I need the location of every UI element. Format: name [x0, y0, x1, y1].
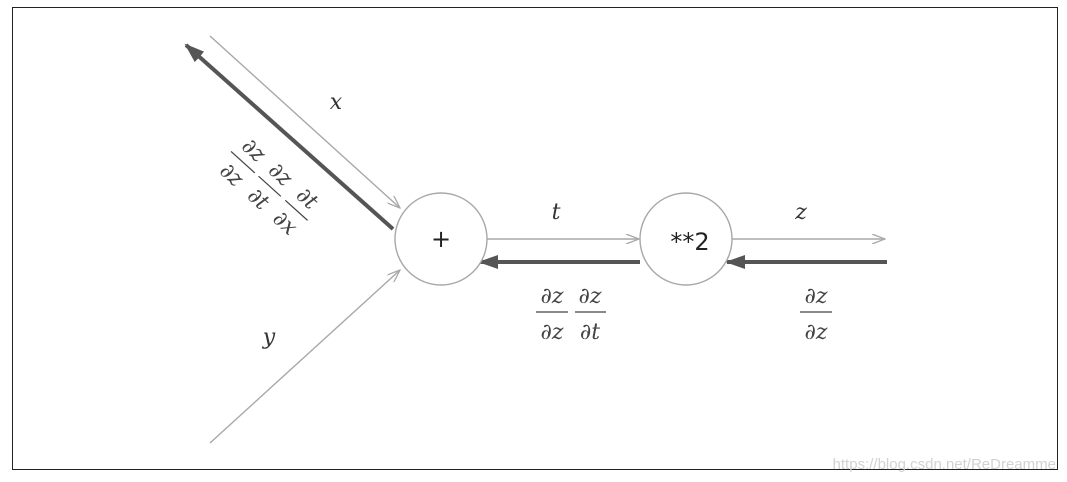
- fraction-denominator: ∂t: [242, 183, 274, 215]
- fraction-dz-dt: ∂z ∂t: [575, 284, 606, 345]
- gradient-x: ∂z ∂z ∂z ∂t ∂t ∂x: [214, 134, 323, 241]
- label-x: x: [330, 90, 343, 115]
- square-node: **2: [639, 192, 733, 286]
- fraction-denominator: ∂z: [805, 320, 828, 345]
- fraction-bar: [258, 175, 282, 197]
- label-y: y: [262, 325, 276, 350]
- fraction-dt-dx: ∂t ∂x: [268, 183, 323, 241]
- gradient-t: ∂z ∂z ∂z ∂t: [536, 284, 606, 345]
- fraction-dz-dt: ∂z ∂t: [242, 158, 297, 216]
- gradient-z: ∂z ∂z: [800, 284, 832, 345]
- fraction-numerator: ∂z: [236, 134, 270, 168]
- fraction-dz-dz: ∂z ∂z: [214, 134, 270, 193]
- fraction-denominator: ∂z: [541, 320, 564, 345]
- fraction-dz-dz: ∂z ∂z: [536, 284, 568, 345]
- add-node-label: +: [431, 225, 451, 253]
- edge-x-backward: [184, 43, 395, 231]
- fraction-numerator: ∂z: [579, 284, 602, 309]
- watermark-text: https://blog.csdn.net/ReDreamme: [833, 456, 1056, 473]
- edge-y-forward: [209, 270, 400, 444]
- fraction-numerator: ∂z: [805, 284, 828, 309]
- diagram-frame: [12, 7, 1058, 470]
- fraction-bar: [284, 199, 308, 221]
- fraction-denominator: ∂t: [580, 320, 600, 345]
- square-node-label: **2: [670, 228, 709, 256]
- label-t: t: [552, 200, 561, 225]
- fraction-denominator: ∂z: [214, 158, 248, 192]
- label-z: z: [794, 200, 807, 225]
- fraction-bar: [230, 151, 256, 174]
- fraction-numerator: ∂z: [263, 158, 297, 192]
- fraction-numerator: ∂z: [541, 284, 564, 309]
- add-node: +: [394, 192, 488, 286]
- edge-x-forward: [209, 35, 400, 208]
